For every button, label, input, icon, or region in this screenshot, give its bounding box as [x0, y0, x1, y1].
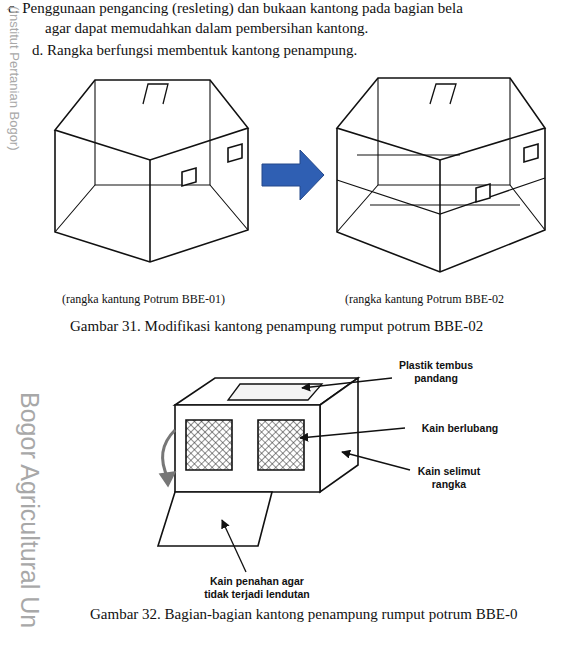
frame-bbe-02	[337, 78, 545, 272]
body-text: c. Penggunaan pengancing (resleting) dan…	[8, 0, 463, 17]
figure-label: (rangka kantung Potrum BBE-01)	[62, 292, 225, 307]
leader-lines	[222, 378, 410, 572]
callout-label: Kain penahan agar tidak terjadi lendutan	[200, 574, 314, 601]
figure-caption: Gambar 32. Bagian-bagian kantong penampu…	[90, 606, 517, 623]
callout-label: Plastik tembus pandang	[394, 358, 478, 385]
figure-label: (rangka kantung Potrum BBE-02	[345, 292, 504, 307]
figure-caption: Gambar 31. Modifikasi kantong penampung …	[70, 318, 483, 335]
callout-label: Kain berlubang	[408, 421, 512, 436]
callout-label: Kain selimut rangka	[412, 464, 486, 491]
watermark: (Institut Pertanian Bogor)	[7, 6, 22, 151]
frame-bbe-01	[55, 80, 248, 262]
block-arrow	[262, 150, 324, 200]
watermark: Bogor Agricultural Un	[15, 392, 44, 628]
bag-sketch	[158, 378, 358, 546]
body-text: agar dapat memudahkan dalam pembersihan …	[45, 20, 368, 37]
body-text: d. Rangka berfungsi membentuk kantong pe…	[32, 42, 357, 59]
